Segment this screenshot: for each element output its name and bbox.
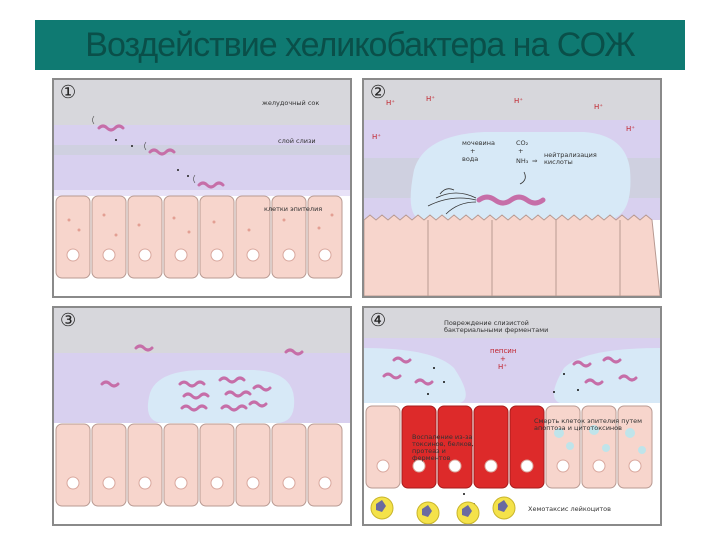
panel-2: ② H⁺ H⁺ H⁺ H⁺ H⁺ H⁺ мочевина + вода CO₂ … [362,78,662,298]
proton: H⁺ [594,104,603,111]
label-plus: + [470,148,475,155]
label-pepsin: пепсин [490,348,516,355]
label-epithelial-cells: клетки эпителия [264,206,322,213]
panel-4: ④ Повреждение слизистой бактериальными ф… [362,306,662,526]
title-bar: Воздействие хеликобактера на СОЖ [35,20,685,70]
proton: H⁺ [498,364,507,371]
label-mucus-layer: слой слизи [278,138,316,145]
label-enzymes: Повреждение слизистой бактериальными фер… [444,320,564,334]
label-water: вода [462,156,478,163]
label-plus: + [500,356,506,363]
panel-1: ① желудочный сок слой слизи клетки эпите… [52,78,352,298]
arrow-icon: ⇒ [532,158,537,165]
slide-title: Воздействие хеликобактера на СОЖ [35,20,685,70]
label-nh3: NH₃ [516,158,528,165]
label-neutralization: нейтрализация кислоты [544,152,604,166]
leukocytes [371,497,515,524]
panel-number: ③ [60,310,76,331]
proton: H⁺ [514,98,523,105]
panel-number: ④ [370,310,386,331]
panel-number: ① [60,82,76,103]
proton: H⁺ [386,100,395,107]
label-co2: CO₂ [516,140,528,147]
panel-2-illustration [364,80,660,296]
panel-4-illustration [364,308,660,524]
proton: H⁺ [372,134,381,141]
label-plus: + [518,148,523,155]
panel-number: ② [370,82,386,103]
label-urea: мочевина [462,140,495,147]
proton: H⁺ [626,126,635,133]
label-gastric-juice: желудочный сок [262,100,319,107]
label-cell-death: Смерть клеток эпителия путем апоптоза и … [534,418,652,432]
label-inflammation: Воспаление из-за токсинов, белков, проте… [412,434,482,462]
panel-1-illustration [54,80,350,296]
label-chemotaxis: Хемотаксис лейкоцитов [528,506,611,513]
proton: H⁺ [426,96,435,103]
panel-3-illustration [54,308,350,524]
panel-3: ③ [52,306,352,526]
